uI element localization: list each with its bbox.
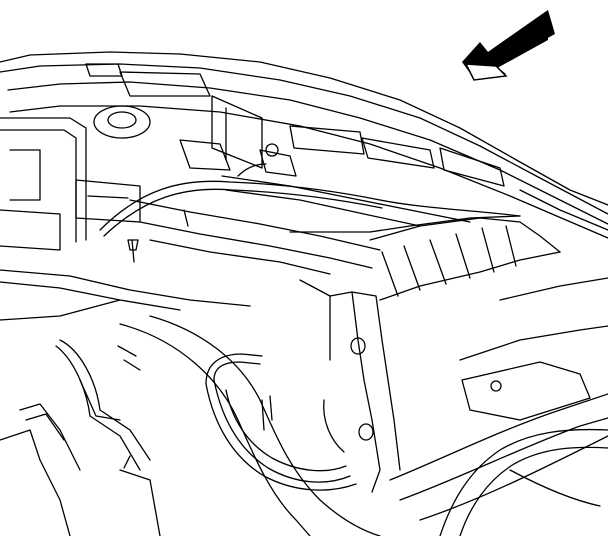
lower-left-structure (0, 339, 161, 536)
floor-pan (0, 51, 608, 239)
right-wheel-well (439, 428, 608, 536)
lines-harness (99, 163, 521, 263)
direction-arrow-icon (462, 10, 555, 81)
crossmember (129, 175, 521, 275)
center-frame-member (299, 279, 401, 493)
right-frame-panel (369, 189, 608, 361)
hose-loop (205, 353, 357, 491)
mount-bracket (75, 95, 297, 223)
